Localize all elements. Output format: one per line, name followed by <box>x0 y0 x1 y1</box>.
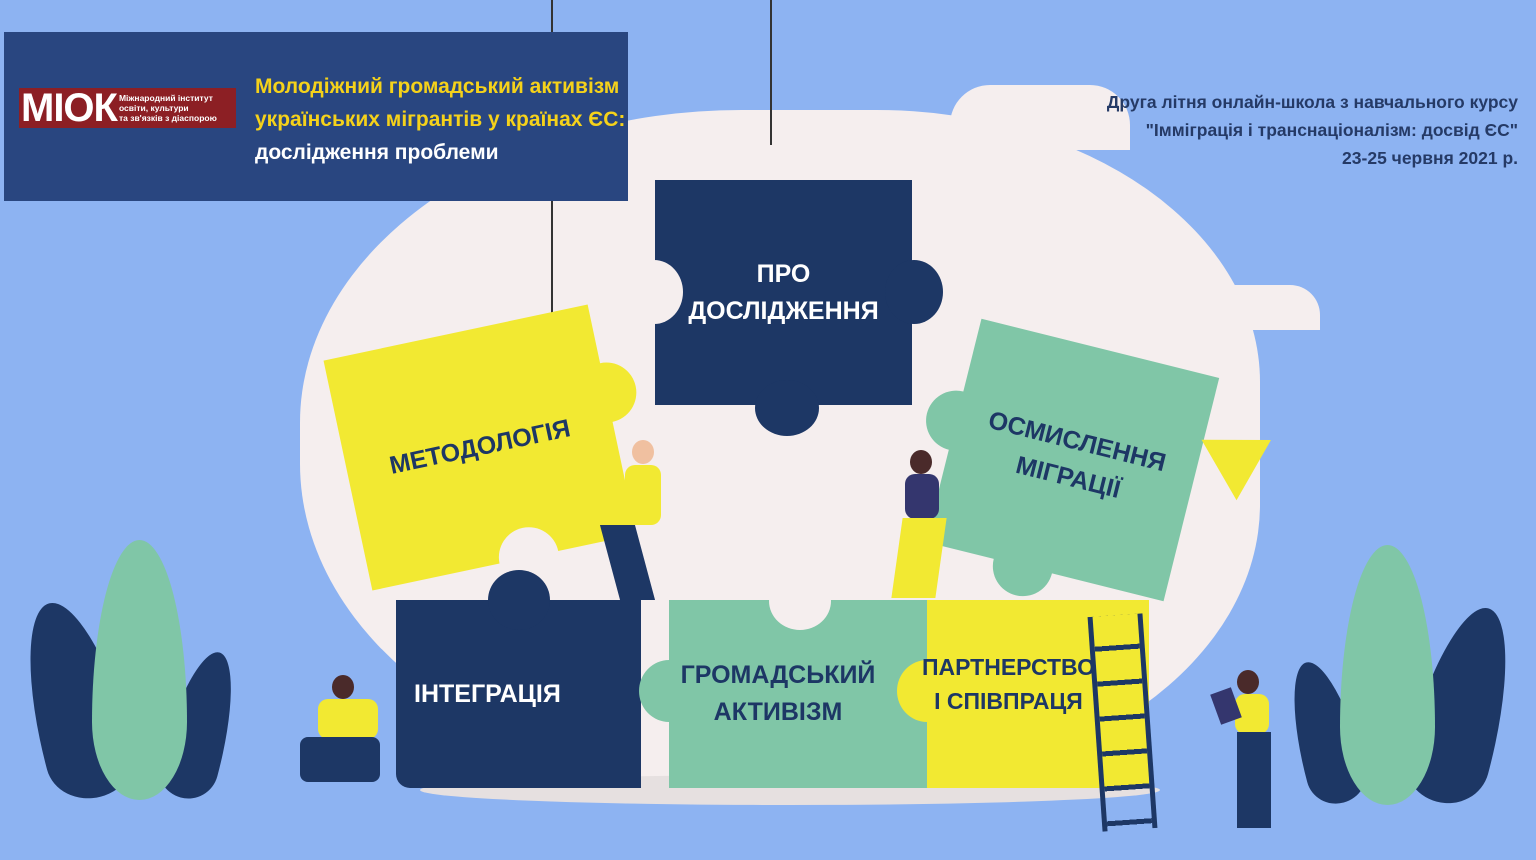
piece-integration[interactable]: ІНТЕГРАЦІЯ <box>396 570 641 788</box>
logo-abbr: МІОК <box>21 86 118 130</box>
cloud <box>950 85 1130 150</box>
person-illustration <box>1210 670 1285 830</box>
person-illustration <box>891 450 947 600</box>
leaf-icon <box>92 540 187 800</box>
person-illustration <box>300 675 395 785</box>
event-info: Друга літня онлайн-школа з навчального к… <box>1106 92 1518 168</box>
page-title: Молодіжний громадський активізм українсь… <box>255 75 626 164</box>
person-illustration <box>599 440 661 600</box>
hanging-string <box>770 0 772 145</box>
cloud <box>1200 285 1320 330</box>
leaf-icon <box>1340 545 1435 805</box>
